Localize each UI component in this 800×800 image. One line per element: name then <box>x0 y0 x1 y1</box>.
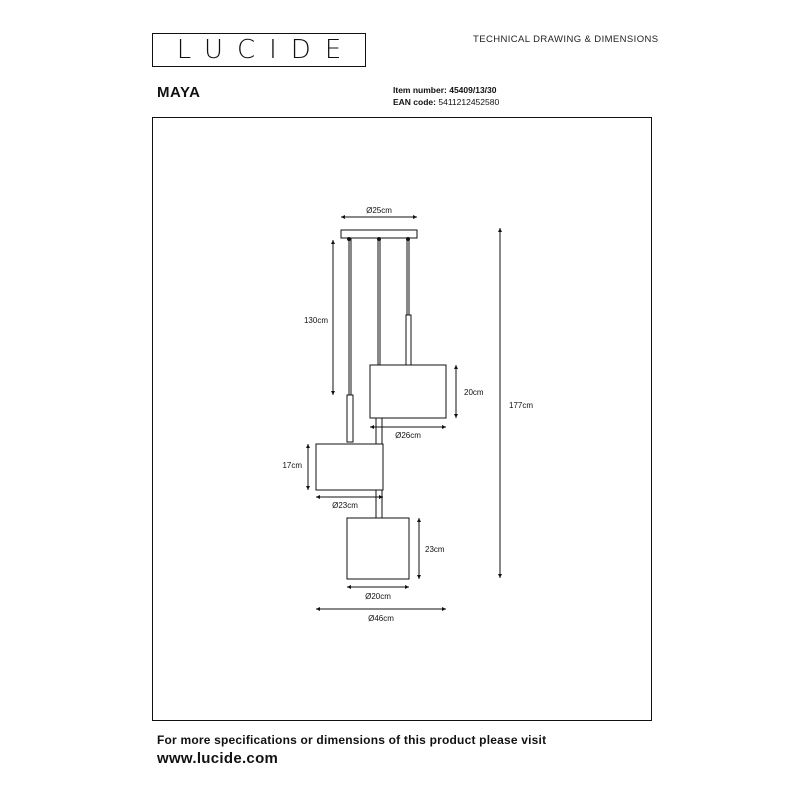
ean-label: EAN code: <box>393 97 436 107</box>
label-shade3-diameter: Ø20cm <box>365 592 391 601</box>
label-shade2-height: 17cm <box>282 461 302 470</box>
label-overall-diameter: Ø46cm <box>368 614 394 623</box>
ceiling-canopy <box>340 229 418 239</box>
item-info: Item number: 45409/13/30 EAN code: 54112… <box>393 84 499 108</box>
ean-value: 5411212452580 <box>438 97 500 107</box>
footer-text: For more specifications or dimensions of… <box>157 733 547 747</box>
shade-bottom <box>346 517 410 580</box>
drawing-frame <box>152 117 652 721</box>
footer-url[interactable]: www.lucide.com <box>157 750 279 767</box>
cable-anchor-right <box>406 237 410 241</box>
rod-left <box>346 394 354 443</box>
item-number-label: Item number: <box>393 85 447 95</box>
label-shade1-height: 20cm <box>464 388 484 397</box>
cable-anchor-left <box>347 237 351 241</box>
rod-right <box>405 314 412 366</box>
item-number-row: Item number: 45409/13/30 <box>393 84 499 96</box>
item-number-value: 45409/13/30 <box>449 85 497 95</box>
document-type: TECHNICAL DRAWING & DIMENSIONS <box>473 34 659 45</box>
label-shade1-diameter: Ø26cm <box>395 431 421 440</box>
label-total-height: 177cm <box>509 401 533 410</box>
rod-bottom <box>375 489 383 519</box>
rod-center <box>375 417 383 445</box>
label-cable-length: 130cm <box>304 316 328 325</box>
label-shade2-diameter: Ø23cm <box>332 501 358 510</box>
ean-row: EAN code: 5411212452580 <box>393 96 499 108</box>
shade-middle <box>315 443 384 491</box>
brand-logo: LUCIDE <box>152 33 366 67</box>
cable-anchor-center <box>377 237 381 241</box>
label-canopy-diameter: Ø25cm <box>366 206 392 215</box>
shade-top <box>369 364 447 419</box>
label-shade3-height: 23cm <box>425 545 445 554</box>
product-name: MAYA <box>157 84 201 101</box>
logo-text: LUCIDE <box>176 35 356 65</box>
